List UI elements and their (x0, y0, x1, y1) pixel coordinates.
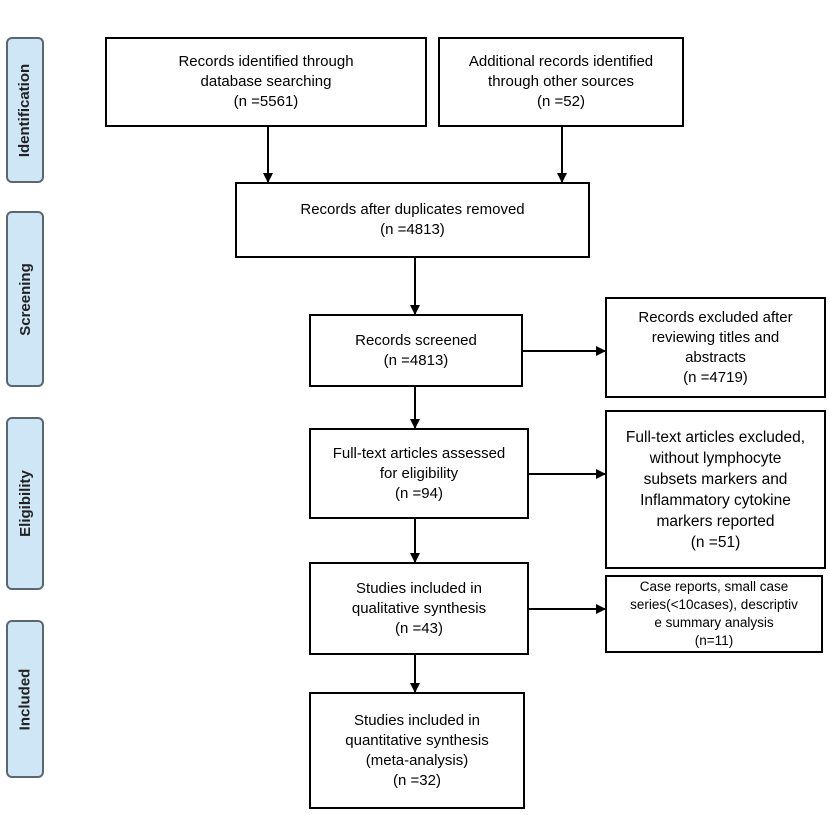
box-text-line: (n =52) (537, 93, 585, 110)
box-text-line: Studies included in (356, 579, 482, 597)
box-text-line: Records identified through (178, 53, 354, 70)
box-text-line: (n =51) (690, 533, 741, 551)
box-quantitative-synthesis: Studies included in quantitative synthesi… (309, 692, 525, 809)
box-text-line: through other sources (488, 73, 634, 90)
box-text-line: subsets markers and (643, 470, 788, 488)
box-text-line: Records excluded after (638, 308, 793, 326)
box-text-line: for eligibility (379, 464, 459, 482)
box-text-line: Full-text articles assessed (332, 444, 506, 462)
box-text-line: e summary analysis (654, 615, 774, 630)
phase-eligibility: Eligibility (6, 417, 44, 590)
box-text-line: Studies included in (354, 711, 480, 729)
phase-included: Included (6, 620, 44, 778)
box-text-line: Additional records identified (468, 53, 654, 70)
box-text-line: Records after duplicates removed (300, 201, 525, 218)
box-text-line: Inflammatory cytokine (640, 491, 791, 509)
box-records-excluded: Records excluded after reviewing titles a… (605, 297, 826, 398)
box-text-line: abstracts (685, 348, 746, 366)
box-text-line: without lymphocyte (649, 449, 782, 467)
box-text-line: Case reports, small case (639, 579, 789, 594)
box-text-line: Full-text articles excluded, (625, 428, 806, 446)
box-text-line: database searching (200, 73, 332, 90)
box-text-line: (n =4813) (380, 221, 445, 238)
box-after-duplicates: Records after duplicates removed (n =4813… (235, 182, 590, 258)
box-text-line: (n =4813) (383, 351, 449, 369)
box-text-line: (n=11) (694, 633, 734, 648)
box-text-line: markers reported (656, 512, 775, 530)
box-text-line: (n =94) (395, 484, 443, 502)
box-fulltext-excluded: Full-text articles excluded, without lymp… (605, 410, 826, 569)
box-text-line: (n =43) (395, 619, 443, 637)
box-text-line: series(<10cases), descriptiv (630, 597, 798, 612)
box-text-line: Records screened (355, 331, 477, 349)
box-text-line: quantitative synthesis (345, 731, 489, 749)
phase-screening: Screening (6, 211, 44, 387)
box-qualitative-synthesis: Studies included in qualitative synthesis… (309, 562, 529, 655)
box-database-records: Records identified through database searc… (105, 37, 427, 127)
box-case-reports: Case reports, small case series(<10cases)… (605, 575, 823, 653)
box-text-line: (n =5561) (233, 93, 299, 110)
box-other-records: Additional records identified through oth… (438, 37, 684, 127)
box-text-line: qualitative synthesis (351, 599, 487, 617)
box-text-line: (n =4719) (683, 368, 748, 386)
phase-identification: Identification (6, 37, 44, 183)
box-text-line: (meta-analysis) (365, 751, 469, 769)
box-text-line: (n =32) (393, 771, 441, 789)
box-text-line: reviewing titles and (651, 328, 780, 346)
box-fulltext-assessed: Full-text articles assessed for eligibili… (309, 428, 529, 519)
box-records-screened: Records screened (n =4813) (309, 314, 523, 387)
